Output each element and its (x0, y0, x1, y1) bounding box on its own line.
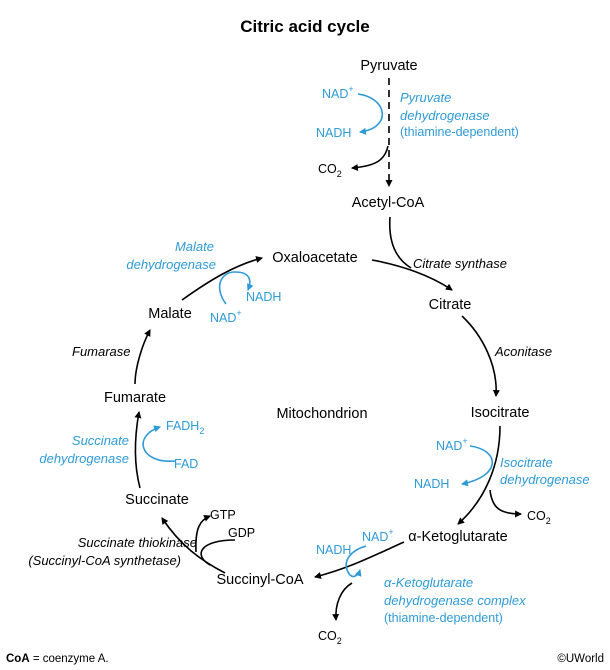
idh-co2-arrow (489, 489, 523, 518)
isocitrate-label: Isocitrate (471, 405, 530, 421)
akgdh-co2-label: CO2 (318, 629, 342, 646)
sdh-enzyme-line2: dehydrogenase (39, 451, 129, 466)
acetyl-coa-input-arrow (388, 216, 412, 269)
akgdh-enzyme-line1: α-Ketoglutarate (384, 575, 473, 590)
pdh-enzyme-line3: (thiamine-dependent) (400, 125, 519, 139)
idh-enzyme-line1: Isocitrate (500, 455, 553, 470)
pdh-nadh-label: NADH (316, 126, 351, 140)
isocitrate-to-akg-arrow (457, 425, 501, 525)
pyruvate-label: Pyruvate (360, 58, 417, 74)
akgdh-nadh-arrow (345, 545, 367, 578)
pdh-enzyme-line2: dehydrogenase (400, 108, 490, 123)
idh-nadh-label: NADH (414, 477, 449, 491)
citrate-label: Citrate (429, 297, 472, 313)
succinate-to-fumarate-arrow (134, 410, 142, 489)
idh-co2-label: CO2 (527, 509, 551, 526)
copyright-label: ©UWorld (557, 653, 604, 665)
fumarase-arrow (134, 329, 151, 385)
acetyl-coa-label: Acetyl-CoA (352, 195, 425, 211)
akgdh-co2-arrow (332, 582, 353, 622)
pdh-nadh-arrow (357, 93, 384, 135)
gdp-label: GDP (228, 526, 255, 540)
sdh-fadh2-arrow (142, 425, 176, 462)
pdh-co2-label: CO2 (318, 162, 342, 179)
malate-label: Malate (148, 306, 192, 322)
idh-enzyme-line2: dehydrogenase (500, 472, 590, 487)
sdh-fadh2-label: FADH2 (166, 419, 204, 436)
succinyl-coa-label: Succinyl-CoA (216, 572, 303, 588)
fumarase-label: Fumarase (72, 344, 131, 359)
a-ketoglutarate-label: α-Ketoglutarate (408, 529, 507, 545)
oxaloacetate-label: Oxaloacetate (272, 250, 357, 266)
mdh-arrow (181, 256, 264, 301)
citrate-synthase-label: Citrate synthase (413, 256, 507, 271)
pdh-nad-label: NAD+ (322, 84, 354, 101)
akg-to-succinyl-coa-arrow (313, 541, 405, 579)
mdh-nadh-label: NADH (246, 290, 281, 304)
akgdh-enzyme-line3: (thiamine-dependent) (384, 611, 503, 625)
sdh-fad-label: FAD (174, 457, 198, 471)
thiokinase-arrow (161, 517, 226, 574)
mdh-nadh-arrow (218, 271, 254, 305)
akgdh-enzyme-line2: dehydrogenase complex (384, 593, 526, 608)
succinate-label: Succinate (125, 492, 189, 508)
idh-nadh-arrow (460, 445, 494, 487)
thiokinase-line1: Succinate thiokinase (78, 535, 197, 550)
gtp-label: GTP (210, 508, 236, 522)
pdh-co2-arrow (350, 145, 389, 171)
mdh-nad-label: NAD+ (210, 308, 242, 325)
fumarate-label: Fumarate (104, 390, 166, 406)
idh-nad-label: NAD+ (436, 436, 468, 453)
diagram-title: Citric acid cycle (240, 17, 369, 36)
citrate-synthase-arrow (371, 259, 453, 291)
sdh-enzyme-line1: Succinate (72, 433, 129, 448)
akgdh-nad-label: NAD+ (362, 527, 394, 544)
mdh-enzyme-line2: dehydrogenase (126, 257, 216, 272)
akgdh-nadh-label: NADH (316, 543, 351, 557)
gdp-input-line (200, 539, 236, 566)
aconitase-label: Aconitase (494, 344, 552, 359)
mitochondrion-label: Mitochondrion (276, 406, 367, 422)
gtp-output-arrow (195, 514, 211, 553)
thiokinase-line2: (Succinyl-CoA synthetase) (28, 553, 181, 568)
mdh-enzyme-line1: Malate (175, 239, 214, 254)
aconitase-arrow (461, 315, 500, 398)
pdh-enzyme-line1: Pyruvate (400, 90, 451, 105)
footnote: CoA = coenzyme A. (6, 653, 109, 665)
